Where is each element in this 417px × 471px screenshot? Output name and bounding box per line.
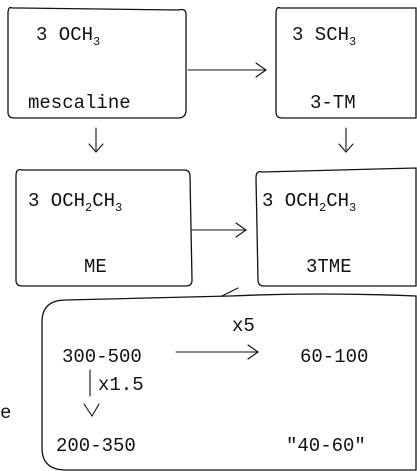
mescaline-dose: 300-500: [62, 346, 142, 368]
me-dose: 200-350: [56, 435, 136, 457]
tme-dose: "40-60": [286, 435, 366, 457]
tm-label: 3-TM: [310, 92, 356, 114]
dose-arrow-down: [83, 369, 100, 418]
box-3tme: 3 OCH2CH3 3TME: [255, 167, 417, 287]
arrow-me-to-tme: [191, 222, 247, 238]
box-me: 3 OCH2CH3 ME: [15, 168, 193, 287]
mescaline-formula: 3 OCH3: [36, 24, 100, 49]
me-label: ME: [84, 256, 107, 278]
factor-right-label: x5: [232, 315, 255, 337]
tm-dose: 60-100: [300, 346, 368, 368]
mescaline-label: mescaline: [28, 92, 131, 114]
arrow-tm-to-tme: [338, 127, 354, 153]
box-mescaline: 3 OCH3 mescaline: [7, 6, 187, 119]
tme-formula: 3 OCH2CH3: [262, 190, 356, 215]
box-3-tm: 3 SCH3 3-TM: [275, 6, 417, 119]
tme-label: 3TME: [306, 256, 352, 278]
arrow-mescaline-to-tm: [187, 62, 267, 78]
arrow-mescaline-to-me: [88, 127, 104, 153]
tm-formula: 3 SCH3: [292, 24, 356, 49]
me-formula: 3 OCH2CH3: [28, 190, 122, 215]
factor-down-label: x1.5: [98, 374, 144, 396]
dosage-box: e x5 300-500 60-100 x1.5 200-350 "40-60": [0, 287, 417, 471]
dose-arrow-right: [175, 344, 259, 360]
side-label: e: [0, 402, 11, 424]
